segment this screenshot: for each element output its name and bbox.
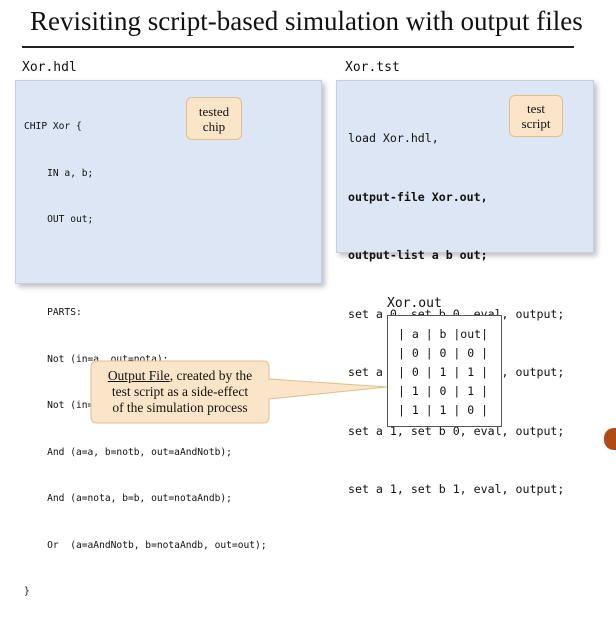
callout-line3: of the simulation process — [112, 400, 248, 415]
callout-text: Output File, created by the test script … — [91, 368, 269, 416]
table-cell: | a | b |out| — [398, 326, 489, 341]
table-row: | a | b |out| — [398, 324, 488, 343]
code-line: Not (in=a, out=nota); — [24, 353, 169, 365]
code-line: output-list a b out; — [348, 248, 488, 262]
table-row: | 0 | 1 | 1 | — [398, 362, 488, 381]
code-line: Or (a=aAndNotb, b=notaAndb, out=out); — [24, 539, 267, 551]
code-line: And (a=nota, b=b, out=notaAndb); — [24, 493, 232, 504]
hdl-code: CHIP Xor { IN a, b; OUT out; ​ PARTS: No… — [24, 88, 267, 631]
callout-line1-rest: , created by the — [169, 368, 253, 383]
hdl-code-panel: CHIP Xor { IN a, b; OUT out; ​ PARTS: No… — [15, 80, 322, 597]
code-line: And (a=a, b=notb, out=aAndNotb); — [24, 446, 232, 458]
code-line: IN a, b; — [24, 167, 94, 179]
code-line: OUT out; — [24, 214, 94, 225]
code-line: ​ — [24, 259, 267, 275]
hdl-file-label: Xor.hdl — [22, 60, 77, 75]
callout-shape — [90, 360, 388, 424]
tst-file-label: Xor.tst — [345, 60, 400, 75]
table-row: | 0 | 0 | 0 | — [398, 343, 488, 362]
note-line: tested — [198, 103, 230, 119]
title-underline — [22, 46, 574, 48]
note-line: test — [526, 101, 546, 116]
output-file-callout: Output File, created by the test script … — [90, 360, 388, 424]
callout-underlined: Output File — [107, 368, 170, 383]
note-line: script — [521, 116, 551, 131]
callout-line2: test script as a side-effect — [111, 384, 249, 399]
table-cell: | 1 | 0 | 1 | — [398, 383, 489, 398]
output-file-panel: | a | b |out| | 0 | 0 | 0 | | 0 | 1 | 1 … — [387, 315, 502, 427]
code-line: } — [24, 586, 30, 597]
table-row: | 1 | 0 | 1 | — [398, 381, 488, 400]
code-line: PARTS: — [24, 307, 82, 318]
code-line: output-file Xor.out, — [348, 189, 488, 204]
table-cell: | 1 | 1 | 0 | — [398, 402, 489, 417]
table-row: | 1 | 1 | 0 | — [398, 400, 488, 419]
corner-decoration — [604, 428, 616, 450]
output-table: | a | b |out| | 0 | 0 | 0 | | 0 | 1 | 1 … — [398, 324, 488, 419]
code-line: set a 1, set b 0, eval, output; — [348, 423, 565, 438]
code-line: CHIP Xor { — [24, 121, 82, 132]
table-cell: | 0 | 1 | 1 | — [398, 364, 489, 379]
code-line: set a 1, set b 1, eval, output; — [348, 482, 565, 496]
tst-code-panel: load Xor.hdl, output-file Xor.out, outpu… — [336, 80, 594, 496]
slide-title: Revisiting script-based simulation with … — [30, 6, 583, 36]
code-line: load Xor.hdl, — [348, 131, 439, 145]
note-line: chip — [202, 118, 226, 134]
table-cell: | 0 | 0 | 0 | — [398, 345, 489, 360]
tst-code: load Xor.hdl, output-file Xor.out, outpu… — [348, 90, 564, 539]
tested-chip-note: tested chip — [186, 97, 242, 140]
code-line: set a 0, set b 0, eval, output; — [348, 306, 565, 321]
out-file-label: Xor.out — [387, 296, 442, 311]
test-script-note: test script — [509, 95, 563, 137]
